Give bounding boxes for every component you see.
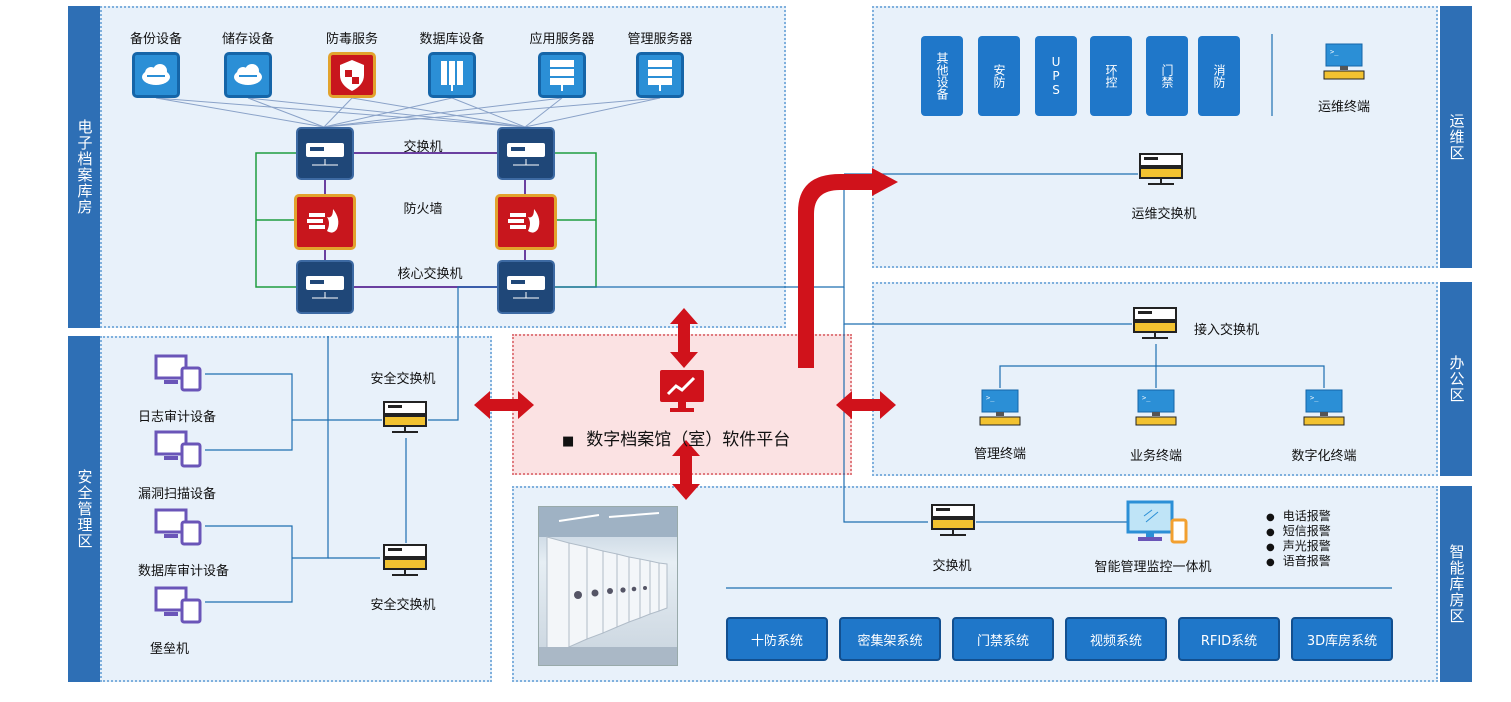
vuln-scan-device-icon [154,430,204,468]
vuln-scan-device-label: 漏洞扫描设备 [138,487,217,502]
system-ten-protection: 十防系统 [726,617,828,661]
core-switch-left-icon [296,260,354,314]
server-label-antivirus: 防毒服务 [325,32,379,47]
svg-text:>_: >_ [1310,394,1319,402]
server-mesh-lines [155,97,661,128]
management-terminal-label: 管理终端 [973,447,1027,462]
ops-terminal-icon: >_ [1322,42,1366,82]
security-switch-bottom-label: 安全交换机 [370,598,436,613]
alarm-phone: 电话报警 [1266,507,1331,524]
system-video: 视频系统 [1065,617,1167,661]
subsystem-fire: 消防 [1198,36,1240,116]
business-terminal-label: 业务终端 [1129,449,1183,464]
platform-title: ■ 数字档案馆（室）软件平台 [562,425,790,450]
db-audit-device-icon [154,508,204,546]
server-label-database: 数据库设备 [419,32,485,47]
subsystem-ups: UPS [1035,36,1077,116]
ops-switch-icon [1138,152,1184,190]
switch-left-icon [296,127,354,180]
ops-terminal-label: 运维终端 [1317,100,1371,115]
platform-title-text: 数字档案馆（室）软件平台 [586,430,791,450]
system-access-control: 门禁系统 [952,617,1054,661]
storage-cloud-icon [224,52,272,98]
backup-cloud-icon [132,52,180,98]
firewall-right-icon [495,194,557,250]
svg-text:>_: >_ [986,394,995,402]
alarm-sms: 短信报警 [1266,522,1331,539]
monitor-integrated-machine-icon [1126,500,1188,544]
management-server-icon [636,52,684,98]
log-audit-device-icon [154,354,204,392]
core-switch-label: 核心交换机 [397,267,463,282]
bastion-host-icon [154,586,204,624]
log-audit-device-label: 日志审计设备 [138,410,217,425]
alarm-voice: 语音报警 [1266,552,1331,569]
management-terminal-icon: >_ [978,388,1022,428]
db-audit-device-label: 数据库审计设备 [138,564,230,579]
zone-label-security: 安全管理区 [68,336,100,682]
system-rfid: RFID系统 [1178,617,1280,661]
database-server-icon [428,52,476,98]
server-label-app: 应用服务器 [529,32,595,47]
smart-switch-label: 交换机 [932,559,972,574]
subsystem-access-control: 门禁 [1146,36,1188,116]
server-label-management: 管理服务器 [627,32,693,47]
zone-label-archive-room: 电子档案库房 [68,6,100,328]
ops-switch-label: 运维交换机 [1131,207,1197,222]
bastion-host-label: 堡垒机 [150,642,190,657]
svg-text:>_: >_ [1142,394,1151,402]
access-switch-icon [1132,306,1178,344]
switch-right-icon [497,127,555,180]
digitization-terminal-icon: >_ [1302,388,1346,428]
subsystem-environment: 环控 [1090,36,1132,116]
switch-label: 交换机 [403,140,443,155]
core-switch-right-icon [497,260,555,314]
svg-text:>_: >_ [1330,48,1339,56]
digitization-terminal-label: 数字化终端 [1291,449,1357,464]
business-terminal-icon: >_ [1134,388,1178,428]
compact-shelving-photo [538,506,678,666]
monitor-integrated-machine-label: 智能管理监控一体机 [1094,560,1212,575]
access-switch-label: 接入交换机 [1194,323,1260,338]
zone-label-smart-storage: 智能库房区 [1440,486,1472,682]
antivirus-shield-icon [328,52,376,98]
platform-chart-monitor-icon [658,368,706,414]
security-switch-top-icon [382,400,428,438]
zone-label-ops: 运维区 [1440,6,1472,268]
server-label-storage: 储存设备 [221,32,275,47]
security-switch-top-label: 安全交换机 [370,372,436,387]
security-switch-bottom-icon [382,543,428,581]
zone-label-office: 办公区 [1440,282,1472,476]
platform-bullet: ■ [562,434,575,449]
alarm-sound-light: 声光报警 [1266,537,1331,554]
system-3d-storage: 3D库房系统 [1291,617,1393,661]
smart-switch-icon [930,503,976,541]
firewall-label: 防火墙 [403,202,443,217]
subsystem-other-devices: 其他设备 [921,36,963,116]
subsystem-security: 安防 [978,36,1020,116]
app-server-icon [538,52,586,98]
system-compact-shelving: 密集架系统 [839,617,941,661]
server-label-backup: 备份设备 [129,32,183,47]
firewall-left-icon [294,194,356,250]
